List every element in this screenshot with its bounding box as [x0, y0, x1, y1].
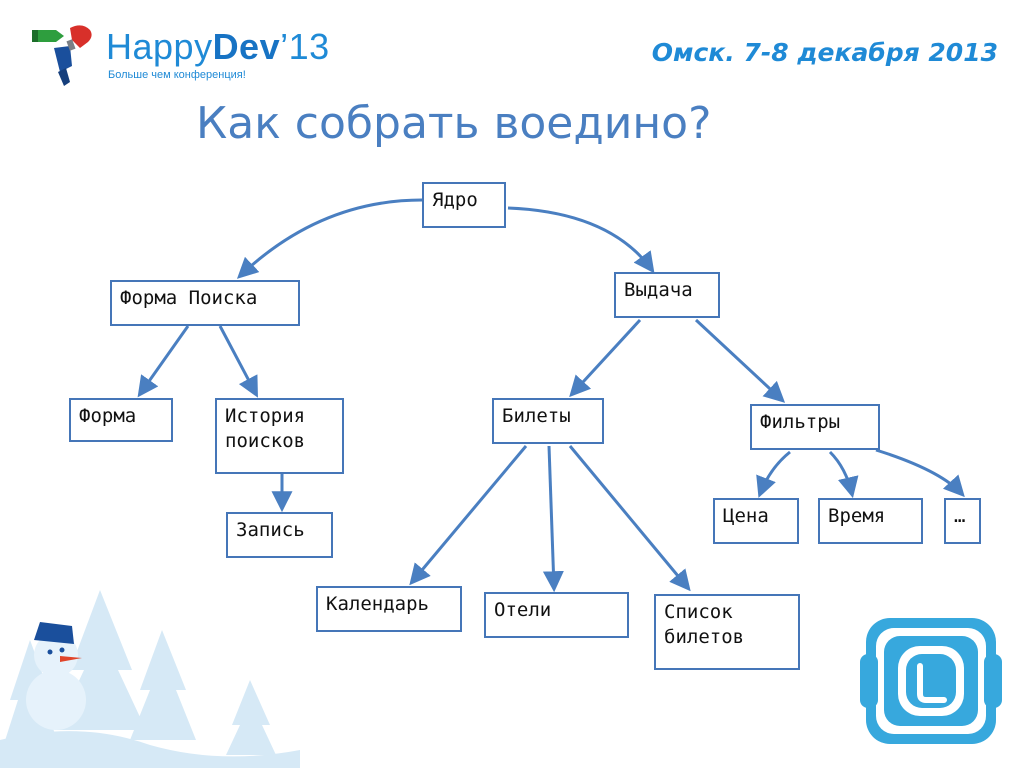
node-form: Форма	[69, 398, 173, 442]
node-time: Время	[818, 498, 923, 544]
node-search-history: История поисков	[215, 398, 344, 474]
node-calendar: Календарь	[316, 586, 462, 632]
edge-filters-more	[875, 448, 965, 498]
brand-name: HappyDev’13	[106, 26, 330, 67]
node-more: …	[944, 498, 981, 544]
edge-core-results	[507, 206, 655, 274]
node-results: Выдача	[614, 272, 720, 318]
node-core: Ядро	[422, 182, 506, 228]
node-ticket-list: Список билетов	[654, 594, 800, 670]
snowman-trees-illustration	[0, 590, 300, 768]
node-search-form: Форма Поиска	[110, 280, 300, 326]
node-filters: Фильтры	[750, 404, 880, 450]
edge-filters-time	[828, 450, 859, 499]
edge-search-form-history	[218, 325, 258, 398]
node-tickets: Билеты	[492, 398, 604, 444]
edge-search-form-form	[137, 325, 190, 398]
edge-tickets-calendar	[409, 445, 528, 586]
edge-filters-price	[756, 450, 791, 498]
rounded-square-app-icon	[860, 618, 1002, 744]
edge-tickets-hotels	[542, 445, 564, 593]
node-price: Цена	[713, 498, 799, 544]
event-date-location: Омск. 7-8 декабря 2013	[651, 38, 998, 67]
edge-core-search-form	[236, 198, 423, 279]
node-record: Запись	[226, 512, 333, 558]
brand-tagline: Больше чем конференция!	[108, 69, 246, 81]
edge-results-tickets	[569, 318, 642, 398]
screwdriver-logo-icon	[32, 25, 92, 86]
edge-tickets-ticket-list	[568, 445, 691, 592]
slide-title: Как собрать воедино?	[196, 98, 712, 149]
happydev-logo: HappyDev’13 Больше чем конференция!	[30, 22, 350, 92]
node-hotels: Отели	[484, 592, 629, 638]
edge-results-filters	[694, 318, 786, 403]
